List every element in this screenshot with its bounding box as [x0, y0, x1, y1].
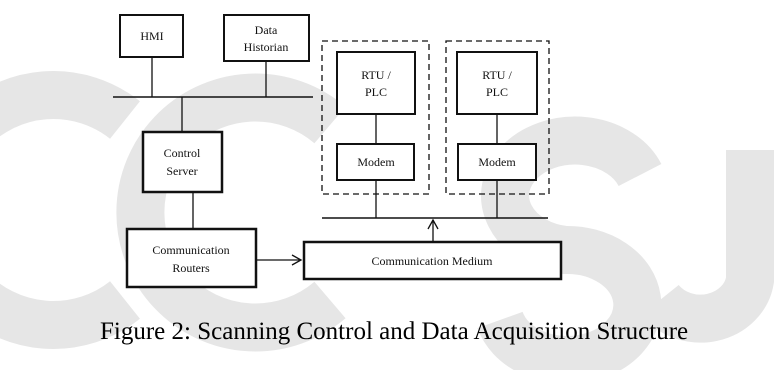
rtu-plc-1-label-line-2: PLC [365, 85, 387, 99]
modem-2-box [457, 143, 537, 181]
figure-caption: Figure 2: Scanning Control and Data Acqu… [100, 318, 689, 345]
rtu-plc-2-label-line-1: RTU / [482, 68, 512, 82]
rtu-plc-1-label-line-1: RTU / [361, 68, 391, 82]
medium-bus-arrowhead [427, 218, 439, 230]
control-server-label-line-1: Control [164, 146, 201, 160]
hmi-label: HMI [140, 29, 163, 43]
control-server-box [141, 130, 224, 194]
watermark-s [477, 116, 662, 370]
data-historian-label-line-2: Historian [244, 40, 289, 54]
rtu-plc-2-box [456, 51, 538, 115]
rtu-plc-1-box [336, 51, 416, 115]
field-site-1 [321, 40, 430, 195]
data-historian-box [223, 14, 310, 62]
communication-medium-box [302, 240, 563, 281]
rtu-plc-2-label-line-2: PLC [486, 85, 508, 99]
modem-2-label: Modem [478, 155, 516, 169]
communication-medium-label: Communication Medium [372, 254, 494, 268]
watermark-j [641, 150, 774, 343]
hmi-box [119, 14, 184, 58]
router-medium-arrowhead [291, 254, 303, 266]
field-site-2 [445, 40, 550, 195]
data-historian-label-line-1: Data [255, 23, 278, 37]
communication-routers-label-line-2: Routers [172, 261, 210, 275]
communication-routers-label-line-1: Communication [152, 243, 229, 257]
control-server-label-line-2: Server [166, 164, 197, 178]
watermark-arc-1 [0, 71, 140, 349]
modem-1-label: Modem [357, 155, 395, 169]
communication-routers-box [125, 227, 258, 289]
modem-1-box [336, 143, 415, 181]
